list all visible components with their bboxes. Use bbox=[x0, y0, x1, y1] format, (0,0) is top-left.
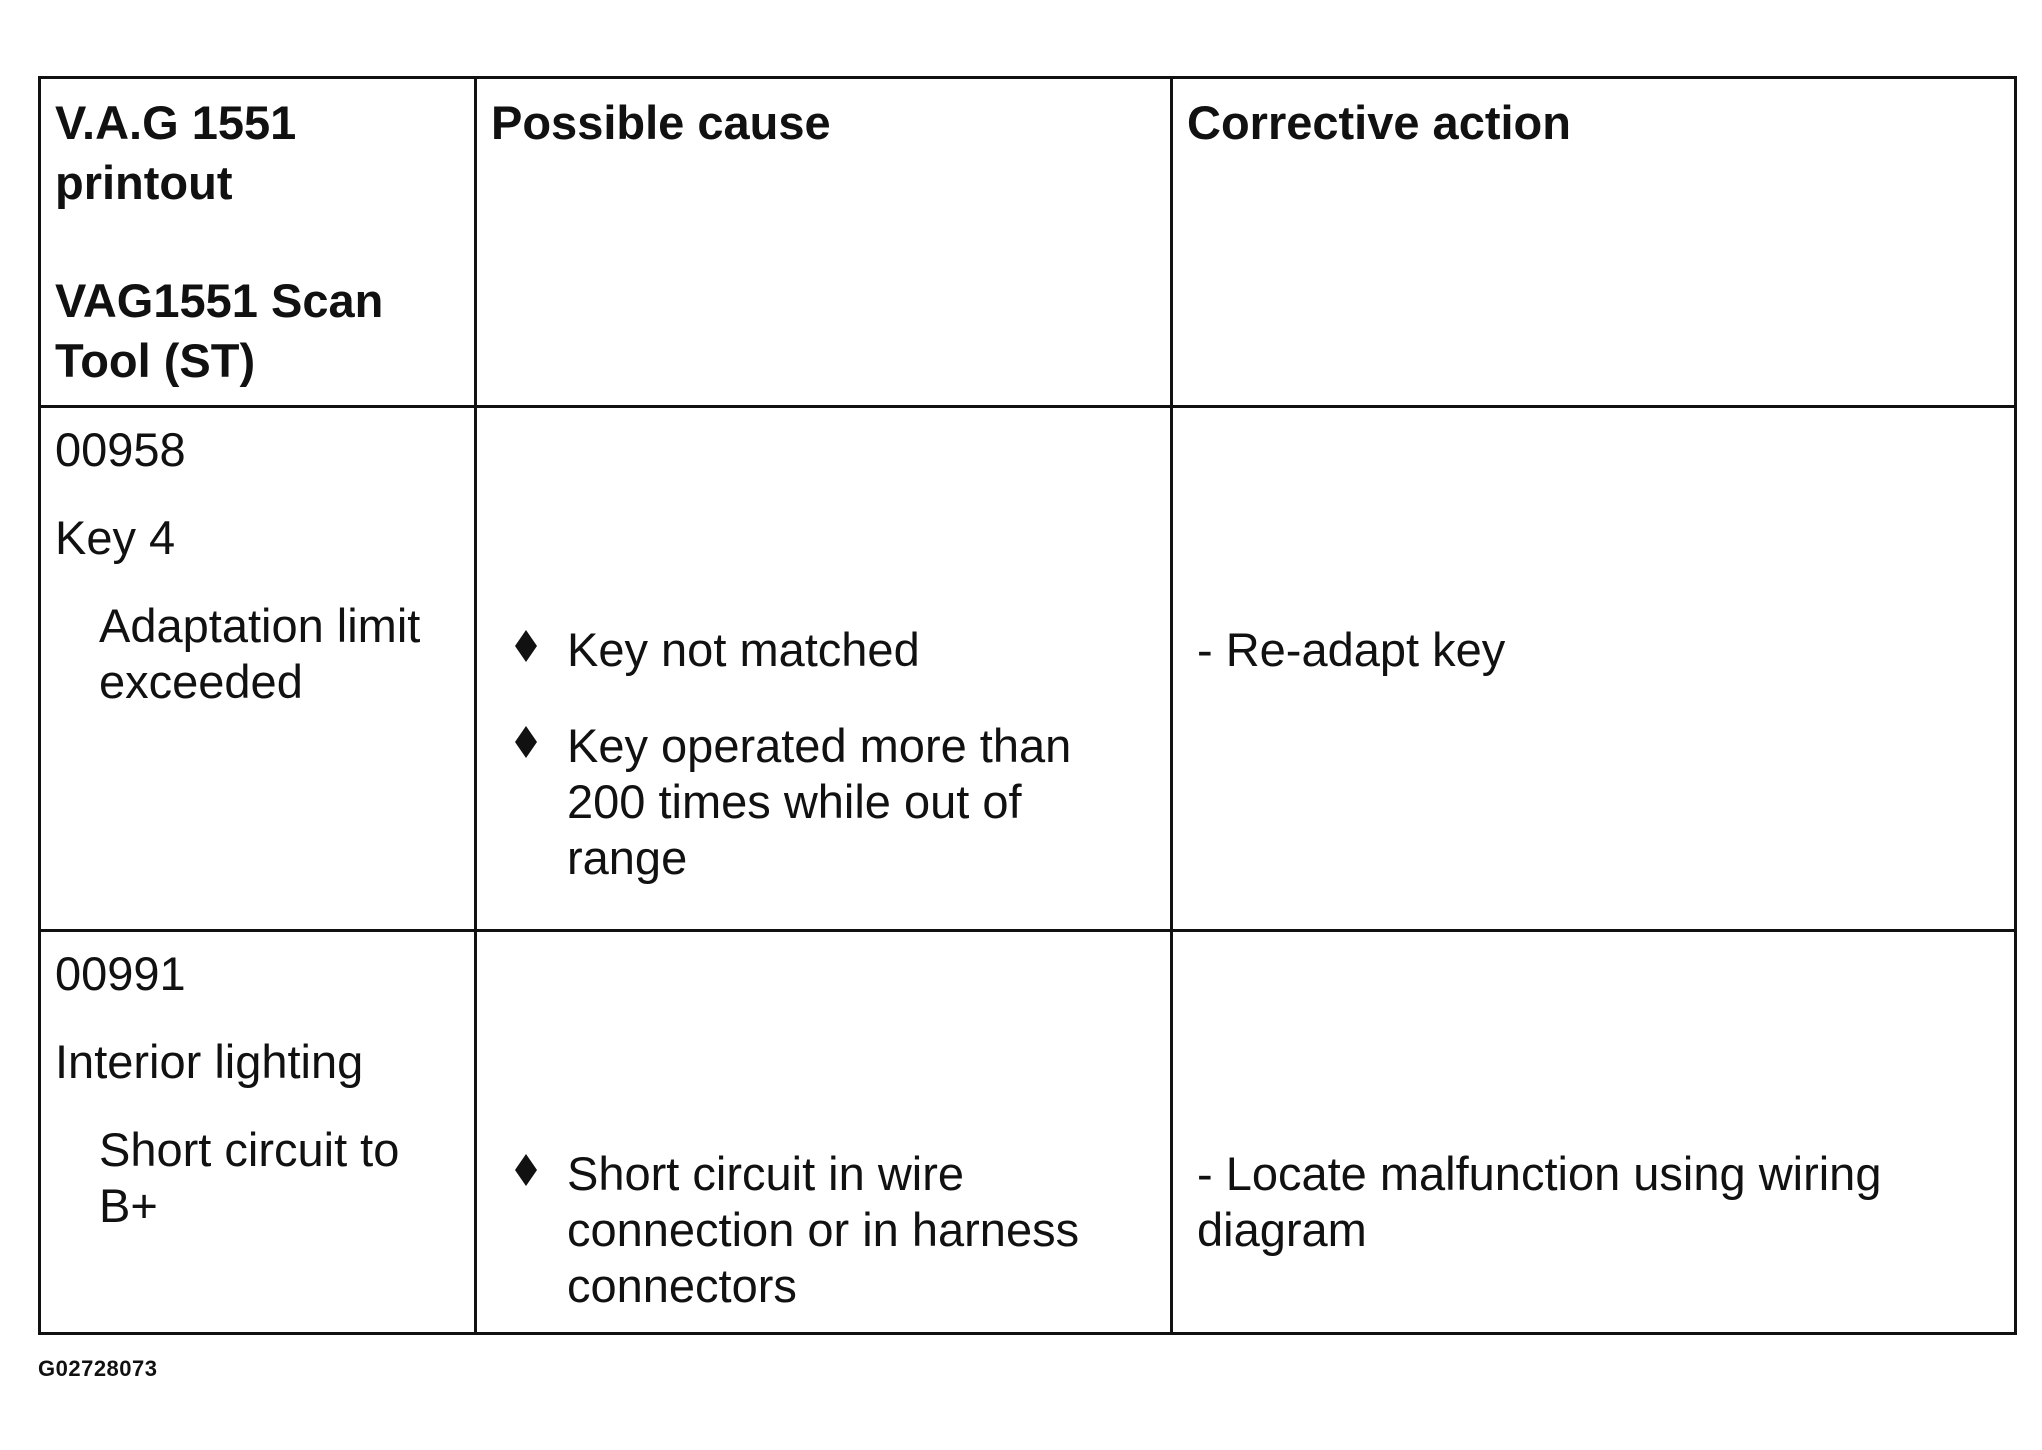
cause-item: Short circuit in wire connection or in h… bbox=[515, 1146, 1079, 1314]
fault-subject: Interior lighting bbox=[55, 1035, 364, 1088]
cause-item: Key operated more than 200 times while o… bbox=[515, 718, 1071, 886]
figure-id-label: G02728073 bbox=[38, 1356, 158, 1381]
corrective-action-cell: - Locate malfunction using wiring diagra… bbox=[1170, 929, 2017, 1335]
fault-code: 00958 bbox=[55, 423, 186, 476]
printout-cell: 00958 Key 4 Adaptation limit exceeded bbox=[38, 405, 477, 932]
cause-item: Key not matched bbox=[515, 622, 920, 678]
fault-condition-line2: B+ bbox=[99, 1179, 158, 1232]
fault-condition-line1: Adaptation limit bbox=[99, 599, 421, 652]
header-printout-line1: V.A.G 1551 bbox=[55, 96, 297, 149]
cause-text-line1: Key operated more than bbox=[567, 719, 1072, 772]
header-corrective-action: Corrective action bbox=[1187, 96, 1571, 149]
header-possible-cause: Possible cause bbox=[491, 96, 831, 149]
cause-text-line2: connection or in harness bbox=[567, 1203, 1080, 1256]
header-printout-line2: printout bbox=[55, 156, 233, 209]
fault-code-table-container: V.A.G 1551 printout VAG1551 Scan Tool (S… bbox=[38, 76, 2017, 1335]
cause-text-line3: connectors bbox=[567, 1259, 797, 1312]
cause-text-line1: Short circuit in wire bbox=[567, 1147, 964, 1200]
action-text-line2: diagram bbox=[1197, 1203, 1367, 1256]
fault-code-table: V.A.G 1551 printout VAG1551 Scan Tool (S… bbox=[38, 76, 2017, 1335]
table-row: 00958 Key 4 Adaptation limit exceeded Ke… bbox=[38, 405, 2017, 932]
fault-subject: Key 4 bbox=[55, 511, 176, 564]
action-text-line1: - Re-adapt key bbox=[1197, 623, 1506, 676]
action-text: - Re-adapt key bbox=[1197, 622, 1505, 678]
header-scan-tool-line1: VAG1551 Scan bbox=[55, 274, 384, 327]
table-row: 00991 Interior lighting Short circuit to… bbox=[38, 929, 2017, 1335]
corrective-action-cell: - Re-adapt key bbox=[1170, 405, 2017, 932]
header-scan-tool-line2: Tool (ST) bbox=[55, 334, 256, 387]
fault-condition: Short circuit to B+ bbox=[99, 1122, 399, 1234]
cause-text-line2: 200 times while out of bbox=[567, 775, 1022, 828]
table-header-row: V.A.G 1551 printout VAG1551 Scan Tool (S… bbox=[38, 76, 2017, 408]
header-cell-printout: V.A.G 1551 printout VAG1551 Scan Tool (S… bbox=[38, 76, 477, 408]
printout-cell: 00991 Interior lighting Short circuit to… bbox=[38, 929, 477, 1335]
fault-condition-line2: exceeded bbox=[99, 655, 303, 708]
fault-code: 00991 bbox=[55, 947, 186, 1000]
action-text-line1: - Locate malfunction using wiring bbox=[1197, 1147, 1882, 1200]
possible-cause-cell: Short circuit in wire connection or in h… bbox=[474, 929, 1173, 1335]
cause-text-line3: range bbox=[567, 831, 688, 884]
fault-condition-line1: Short circuit to bbox=[99, 1123, 400, 1176]
header-cell-possible-cause: Possible cause bbox=[474, 76, 1173, 408]
header-cell-corrective-action: Corrective action bbox=[1170, 76, 2017, 408]
diamond-bullet-icon bbox=[515, 726, 537, 758]
fault-condition: Adaptation limit exceeded bbox=[99, 598, 420, 710]
action-text: - Locate malfunction using wiring diagra… bbox=[1197, 1146, 1881, 1258]
diamond-bullet-icon bbox=[515, 1154, 537, 1186]
possible-cause-cell: Key not matched Key operated more than 2… bbox=[474, 405, 1173, 932]
cause-text: Key not matched bbox=[567, 623, 920, 676]
diamond-bullet-icon bbox=[515, 630, 537, 662]
